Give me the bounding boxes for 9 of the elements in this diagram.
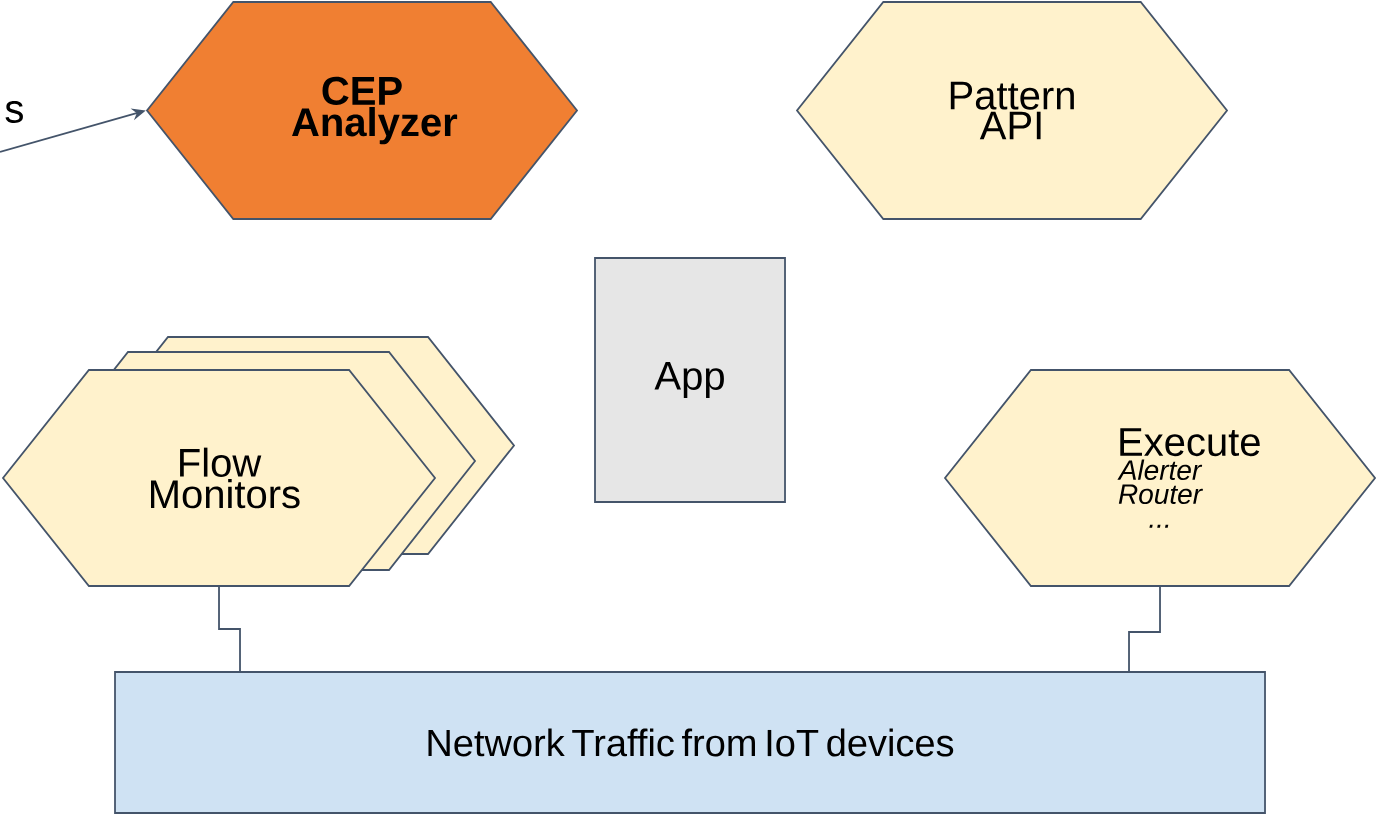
connector-line [218,586,241,672]
hexagon: CEP Analyzer [145,1,579,220]
label-text: s [5,101,23,123]
hexagon: Flow Monitors [1,369,437,587]
band-box: Network Traffic from IoT devices [114,671,1266,814]
hexagon: Execute Alerter Router ... [943,369,1376,587]
connector-line [1128,586,1161,672]
process-box: App [594,257,786,503]
hexagon: Pattern API [795,1,1229,220]
